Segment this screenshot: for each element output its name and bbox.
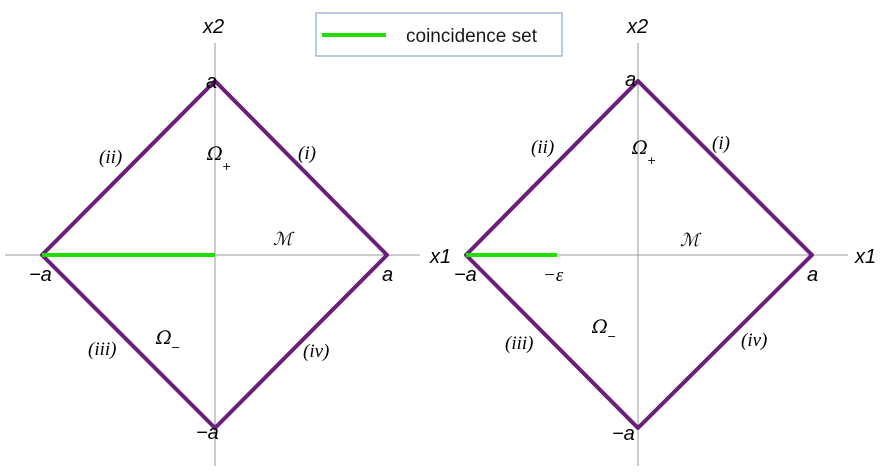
bottom-vertex-label: −a (612, 423, 635, 445)
right-panel: x1 x1 x2 a −a a −a −ε (ii) (i) (iii) (iv… (429, 16, 876, 466)
left-vertex-label: −a (29, 264, 52, 286)
axis-x-label: x1 (854, 246, 876, 268)
omega-plus-label: Ω (206, 143, 223, 165)
edge-ii-label: (ii) (99, 147, 122, 168)
bottom-vertex-label: −a (196, 422, 219, 444)
omega-plus-subscript: + (647, 154, 656, 167)
edge-ii-label: (ii) (531, 137, 554, 158)
edge-iii-label: (iii) (88, 339, 117, 360)
legend-label: coincidence set (406, 26, 538, 47)
omega-minus-label: Ω (155, 327, 172, 349)
right-vertex-label: a (382, 264, 393, 286)
right-vertex-label: a (807, 264, 818, 286)
domain-boundary (40, 79, 389, 430)
interface-label: ℳ (273, 229, 295, 250)
omega-minus-label: Ω (591, 316, 608, 338)
top-vertex-label: a (625, 69, 636, 91)
left-panel: x2 a −a a −a (ii) (i) (iii) (iv) Ω + Ω −… (5, 16, 420, 466)
omega-minus-subscript: − (607, 330, 616, 343)
interface-label: ℳ (680, 230, 702, 251)
edge-iii-label: (iii) (505, 333, 534, 354)
axis-x-label-left: x1 (429, 246, 451, 268)
edge-iv-label: (iv) (303, 341, 329, 362)
top-vertex-label: a (206, 71, 217, 93)
edge-iv-label: (iv) (741, 330, 767, 351)
omega-minus-subscript: − (171, 341, 180, 354)
edge-i-label: (i) (298, 143, 316, 164)
omega-plus-label: Ω (631, 137, 648, 159)
omega-plus-subscript: + (222, 160, 231, 173)
axis-y-label: x2 (626, 16, 648, 38)
left-vertex-label: −a (454, 264, 477, 286)
edge-i-label: (i) (712, 133, 730, 154)
legend: coincidence set (315, 12, 563, 57)
domain-boundary (464, 79, 814, 430)
epsilon-label: −ε (543, 265, 564, 286)
axis-y-label: x2 (202, 16, 224, 38)
